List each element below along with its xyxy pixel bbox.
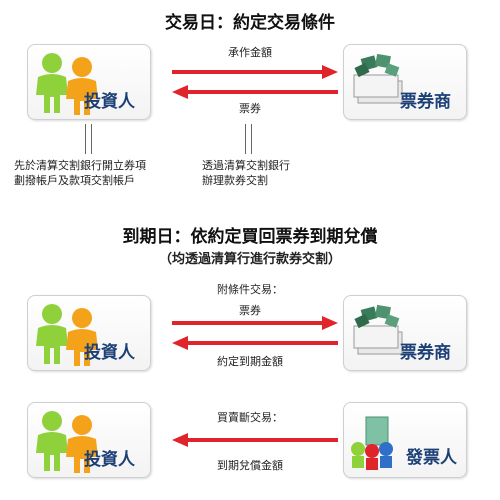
connector-investor — [85, 124, 92, 154]
investor-label: 投資人 — [84, 92, 135, 112]
note-investor-line2: 劃撥帳戶及款項交割帳戶 — [14, 174, 135, 187]
outright-arrow-label: 到期兌償金額 — [217, 459, 283, 472]
investor-box: 投資人 — [27, 44, 151, 120]
issuer-group-icon — [351, 416, 393, 470]
arrow-right-rp — [172, 316, 338, 330]
note-bank: 透過清算交割銀行 辦理款券交割 — [202, 158, 290, 188]
issuer-label: 發票人 — [406, 448, 457, 468]
section2-subtitle: （均透過清算行進行款券交割） — [158, 252, 341, 267]
note-investor-line1: 先於清算交割銀行開立券項 — [14, 159, 146, 172]
investor-box-rp: 投資人 — [27, 295, 151, 371]
arrow-right-1 — [172, 65, 338, 79]
arrow-label-amount: 承作金額 — [228, 46, 272, 59]
arrow-left-1 — [172, 85, 338, 99]
arrow-left-rp — [172, 336, 338, 350]
investors-icon — [36, 53, 98, 115]
investors-icon — [36, 411, 98, 473]
rp-arrow-label-securities: 票券 — [239, 304, 261, 317]
dealer-box: 票券商 — [343, 44, 467, 120]
investors-icon — [36, 304, 98, 366]
rp-arrow-label-amount: 約定到期金額 — [217, 355, 283, 368]
dealer-label-rp: 票券商 — [400, 343, 451, 363]
note-bank-line2: 辦理款券交割 — [202, 174, 268, 187]
investor-box-outright: 投資人 — [27, 402, 151, 478]
dealer-label: 票券商 — [400, 92, 451, 112]
dealer-box-rp: 票券商 — [343, 295, 467, 371]
securities-stack-icon — [353, 53, 403, 104]
note-investor: 先於清算交割銀行開立券項 劃撥帳戶及款項交割帳戶 — [14, 158, 146, 188]
arrow-left-outright — [172, 433, 338, 447]
arrow-label-securities: 票券 — [239, 102, 261, 115]
issuer-box: 發票人 — [343, 402, 467, 478]
outright-label: 買賣斷交易： — [217, 411, 283, 424]
securities-stack-icon — [353, 304, 403, 355]
investor-label-rp: 投資人 — [84, 343, 135, 363]
rp-label: 附條件交易： — [217, 283, 283, 296]
note-bank-line1: 透過清算交割銀行 — [202, 159, 290, 172]
section2-title: 到期日：依約定買回票券到期兌償 — [122, 227, 378, 247]
section1-title: 交易日：約定交易條件 — [165, 13, 335, 33]
connector-bank — [245, 124, 252, 154]
investor-label-outright: 投資人 — [84, 450, 135, 470]
